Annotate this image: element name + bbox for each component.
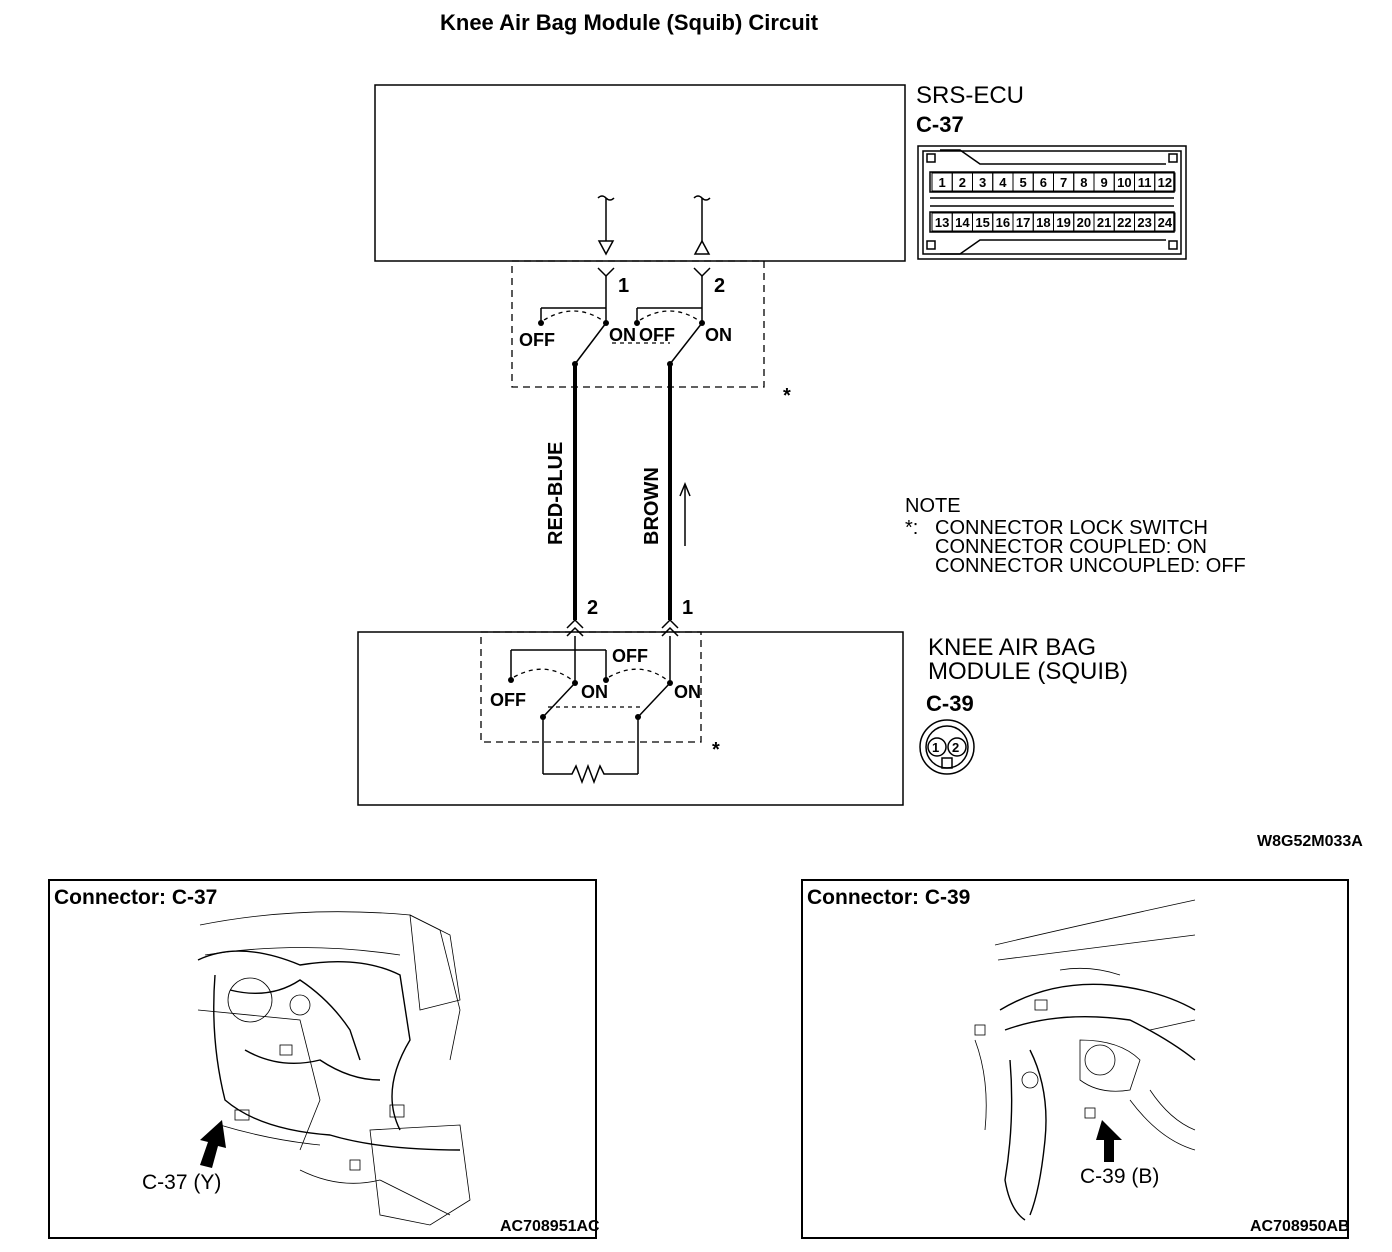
module-switch-on: ON [581, 682, 608, 702]
module-terminal-2: 2 [587, 597, 598, 619]
c37-pin-15: 15 [975, 215, 989, 230]
c37-pin-8: 8 [1080, 175, 1087, 190]
module-switch-star: * [712, 739, 720, 761]
panel-c37-title: Connector: C-37 [54, 886, 217, 909]
note-star: *: [905, 517, 918, 539]
ecu-internal-symbols [597, 195, 711, 256]
wire-label-red-blue: RED-BLUE [545, 442, 567, 545]
module-connector-id: C-39 [926, 691, 974, 716]
c37-pin-24: 24 [1158, 215, 1173, 230]
c37-pin-5: 5 [1020, 175, 1027, 190]
c39-arrow [1096, 1120, 1122, 1162]
c37-pin-6: 6 [1040, 175, 1047, 190]
ecu-terminal-2: 2 [714, 275, 725, 297]
ecu-switch-star: * [783, 385, 791, 407]
ecu-terminal-1: 1 [618, 275, 629, 297]
c37-pin-cell [1154, 212, 1176, 232]
c39-connector-face [919, 719, 975, 775]
c37-pin-4: 4 [999, 175, 1007, 190]
c37-pin-23: 23 [1137, 215, 1151, 230]
c37-pin-11: 11 [1138, 175, 1152, 190]
c37-pin-18: 18 [1036, 215, 1050, 230]
srs-ecu-box [374, 84, 906, 262]
c37-arrow [200, 1120, 226, 1168]
panel-c37-label: C-37 (Y) [142, 1171, 221, 1194]
module-switch-off: OFF [612, 646, 648, 666]
panel-c37-code: AC708951AC [500, 1218, 600, 1235]
wire-label-brown: BROWN [641, 467, 663, 545]
c37-pin-22: 22 [1117, 215, 1131, 230]
panel-c39-title: Connector: C-39 [807, 886, 970, 909]
module-name-line-1: KNEE AIR BAG [928, 634, 1096, 661]
note-heading: NOTE [905, 495, 961, 517]
c37-pin-9: 9 [1101, 175, 1108, 190]
c37-dashboard-sketch [197, 911, 471, 1226]
c39-pin-2: 2 [952, 740, 959, 755]
c37-pin-3: 3 [979, 175, 986, 190]
c37-pin-20: 20 [1077, 215, 1091, 230]
module-switch-on: ON [674, 682, 701, 702]
c39-pin-1: 1 [932, 740, 939, 755]
panel-c39-code: AC708950AB [1250, 1218, 1350, 1235]
c37-pin-16: 16 [996, 215, 1010, 230]
switch-label-on: ON [705, 325, 732, 345]
diagram-code: W8G52M033A [1257, 833, 1363, 850]
module-switch-symbols [508, 618, 679, 785]
c37-pin-17: 17 [1016, 215, 1030, 230]
c37-pin-14: 14 [955, 215, 970, 230]
c37-pin-1: 1 [939, 175, 946, 190]
module-name-line-2: MODULE (SQUIB) [928, 658, 1128, 685]
c39-dashboard-sketch [974, 899, 1196, 1221]
c37-pin-10: 10 [1117, 175, 1131, 190]
module-switch-off: OFF [490, 690, 526, 710]
c37-connector-face [917, 145, 1187, 260]
c37-pin-19: 19 [1056, 215, 1070, 230]
c37-pin-cell [1154, 172, 1176, 192]
panel-c39-label: C-39 (B) [1080, 1165, 1159, 1188]
c37-pin-21: 21 [1097, 215, 1111, 230]
note-line-2: CONNECTOR COUPLED: ON [935, 536, 1207, 558]
switch-label-off: OFF [519, 330, 555, 350]
c37-pin-12: 12 [1158, 175, 1172, 190]
ecu-name: SRS-ECU [916, 82, 1024, 109]
c37-pin-2: 2 [959, 175, 966, 190]
ecu-switch-box [511, 260, 765, 388]
switch-label-off: OFF [639, 325, 675, 345]
ecu-connector-id: C-37 [916, 112, 964, 137]
ecu-switch-symbols [538, 267, 711, 367]
current-flow-arrow [679, 482, 691, 546]
note-line-3: CONNECTOR UNCOUPLED: OFF [935, 555, 1246, 577]
note-line-1: CONNECTOR LOCK SWITCH [935, 517, 1208, 539]
connector-panel-c39 [801, 879, 1349, 1239]
module-switch-box [480, 631, 702, 743]
switch-label-on: ON [609, 325, 636, 345]
connector-panel-c37 [48, 879, 597, 1239]
module-terminal-1: 1 [682, 597, 693, 619]
c37-pin-13: 13 [935, 215, 949, 230]
diagram-title: Knee Air Bag Module (Squib) Circuit [440, 10, 819, 35]
c37-pin-7: 7 [1060, 175, 1067, 190]
